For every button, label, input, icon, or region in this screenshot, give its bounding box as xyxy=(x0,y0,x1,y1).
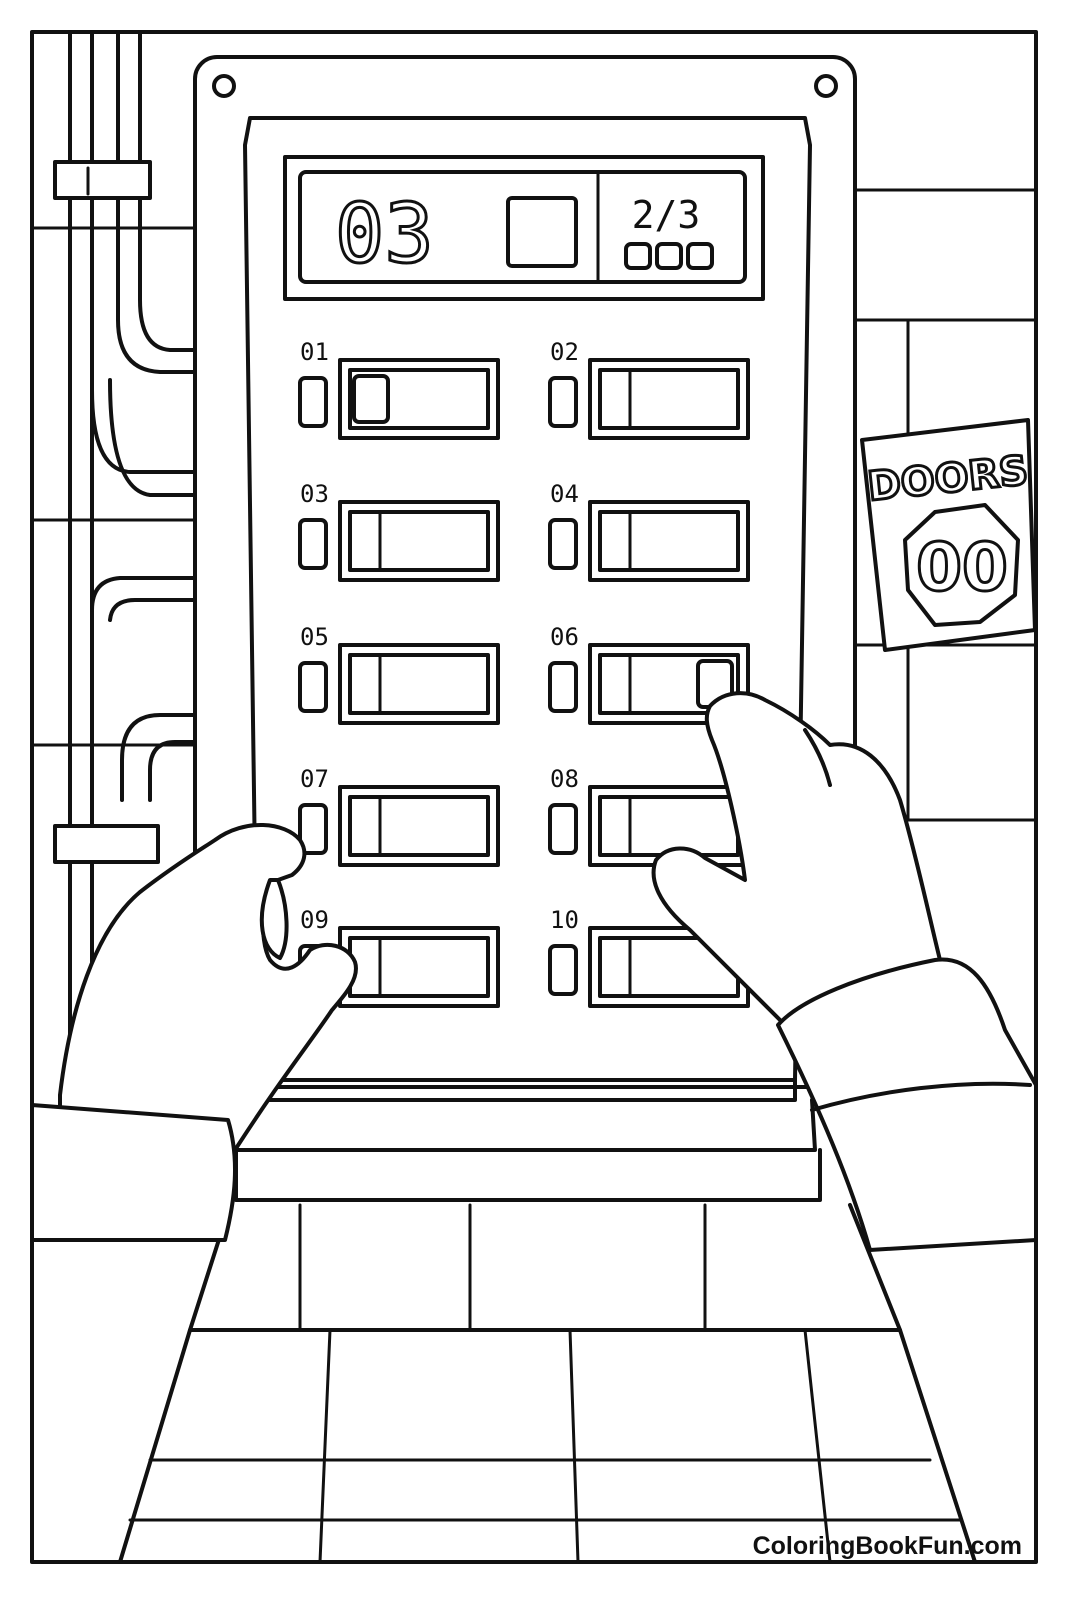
page-border xyxy=(30,30,1038,1564)
screw-left xyxy=(212,74,236,98)
switch-slot xyxy=(348,653,490,715)
switch-knob[interactable] xyxy=(352,374,390,424)
switch-label: 04 xyxy=(550,480,579,508)
switch-04[interactable]: 04 xyxy=(548,480,750,582)
switch-label: 02 xyxy=(550,338,579,366)
switch-housing[interactable] xyxy=(588,500,750,582)
switch-07[interactable]: 07 xyxy=(298,765,500,867)
poster-title: DOORS xyxy=(866,448,1031,511)
switch-housing[interactable] xyxy=(338,785,500,867)
switch-led xyxy=(298,518,328,570)
switch-09[interactable]: 09 xyxy=(298,906,500,1008)
display-indicator-3 xyxy=(686,242,714,270)
screw-right xyxy=(814,74,838,98)
switch-06[interactable]: 06 xyxy=(548,623,750,725)
switch-housing[interactable] xyxy=(338,643,500,725)
display-indicator-1 xyxy=(624,242,652,270)
switch-led xyxy=(548,944,578,996)
switch-housing[interactable] xyxy=(588,358,750,440)
switch-housing[interactable] xyxy=(338,926,500,1008)
switch-label: 01 xyxy=(300,338,329,366)
switch-led xyxy=(548,518,578,570)
switch-slot xyxy=(598,653,740,715)
switch-led xyxy=(298,661,328,713)
display-counter: 03 xyxy=(335,187,434,282)
switch-label: 07 xyxy=(300,765,329,793)
floor xyxy=(118,1098,977,1564)
switch-label: 10 xyxy=(550,906,579,934)
switch-led xyxy=(298,376,328,428)
switch-led xyxy=(548,803,578,855)
doors-poster: DOORS 00 xyxy=(860,418,1037,652)
pipe-clamp-bottom xyxy=(53,824,160,864)
poster-number: 00 xyxy=(916,529,1008,606)
switch-02[interactable]: 02 xyxy=(548,338,750,440)
switch-label: 05 xyxy=(300,623,329,651)
switch-slot xyxy=(598,510,740,572)
display-fraction: 2/3 xyxy=(632,193,701,237)
switch-led xyxy=(548,661,578,713)
left-hand xyxy=(30,822,358,1242)
switch-slot xyxy=(348,510,490,572)
display-frame xyxy=(283,155,765,301)
switch-03[interactable]: 03 xyxy=(298,480,500,582)
switch-label: 08 xyxy=(550,765,579,793)
switch-led xyxy=(548,376,578,428)
switch-housing[interactable] xyxy=(338,500,500,582)
display-indicator-2 xyxy=(655,242,683,270)
switch-01[interactable]: 01 xyxy=(298,338,500,440)
wall-pipes xyxy=(53,30,197,1112)
pipe-clamp-top xyxy=(53,160,152,200)
switch-slot xyxy=(348,795,490,857)
switch-label: 06 xyxy=(550,623,579,651)
switch-slot xyxy=(348,368,490,430)
switch-led xyxy=(298,803,328,855)
display-screen xyxy=(298,170,747,284)
switch-label: 03 xyxy=(300,480,329,508)
switch-05[interactable]: 05 xyxy=(298,623,500,725)
display-center-square xyxy=(506,196,578,268)
watermark: ColoringBookFun.com xyxy=(753,1532,1022,1560)
switch-slot xyxy=(598,368,740,430)
right-hand xyxy=(651,691,1038,1252)
switch-grid: 01 02 03 04 05 06 07 08 09 10 xyxy=(298,338,750,1008)
switch-label: 09 xyxy=(300,906,329,934)
control-panel: 03 2/3 01 02 03 04 05 06 07 08 09 10 xyxy=(193,55,857,1102)
